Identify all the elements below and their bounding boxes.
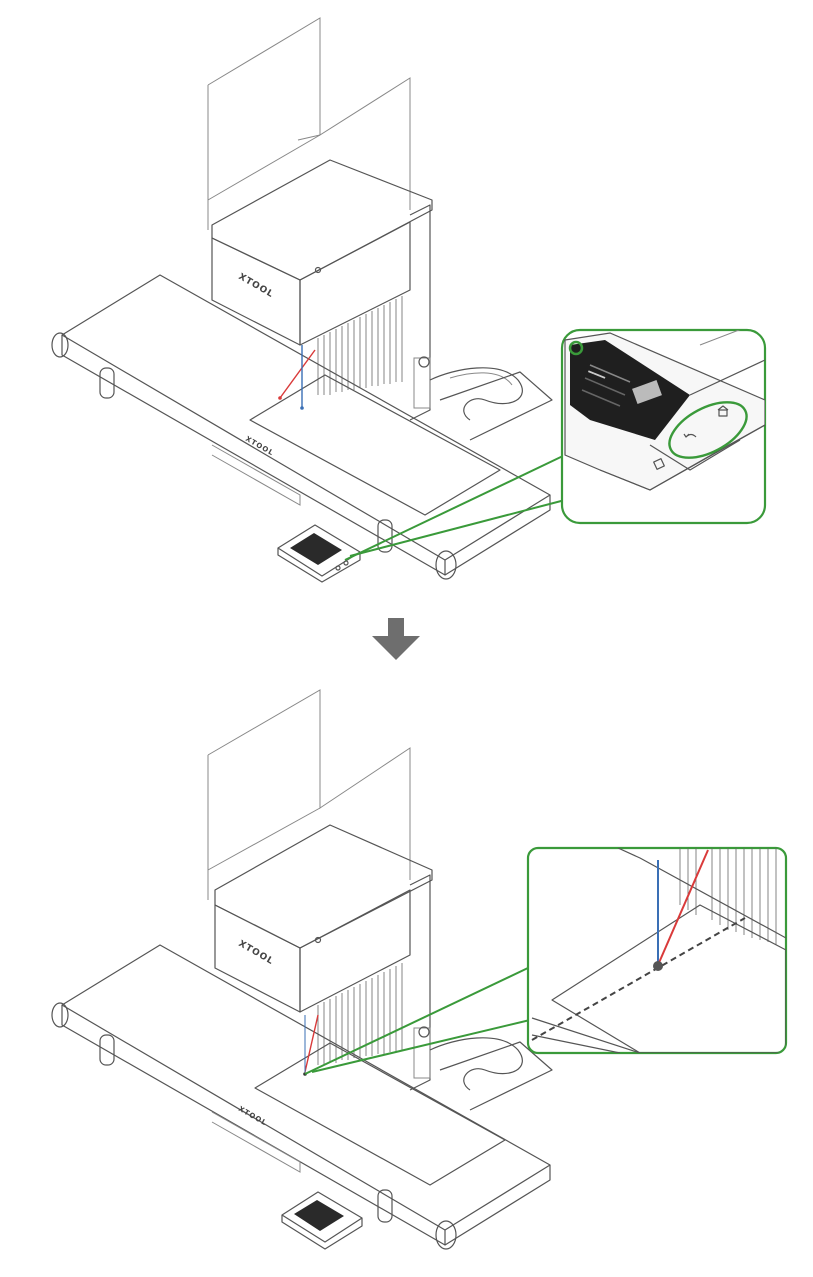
laser-module-2: XTOOL — [214, 824, 433, 1013]
arrow-down-icon — [372, 618, 420, 660]
laser-crosshair-point — [653, 961, 663, 971]
callout-pointer — [344, 454, 566, 561]
heat-sink-fins-2 — [317, 963, 403, 1065]
callout-crosshair-zoom — [526, 846, 788, 1055]
workpiece — [249, 374, 501, 516]
brand-logo: XTOOL — [237, 272, 276, 300]
callout-pointer-2 — [304, 966, 531, 1075]
screen-home-icon — [717, 405, 729, 417]
callout-control-panel-zoom: ▬▬▬ — [560, 328, 767, 525]
control-panel-2 — [281, 1191, 363, 1250]
conveyor-brand-2: XTOOL — [237, 1105, 268, 1128]
safety-shield — [207, 17, 411, 230]
conveyor-brand: XTOOL — [244, 435, 275, 458]
step-before: XTOOL — [51, 17, 767, 583]
control-panel — [277, 524, 361, 583]
conveyor-belt: XTOOL — [51, 274, 551, 580]
safety-shield-2 — [207, 689, 411, 900]
power-cable-2 — [429, 1037, 553, 1111]
button-highlight — [668, 401, 748, 459]
laser-pointers — [278, 345, 316, 410]
screen-back-icon — [683, 433, 697, 438]
step-after: XTOOL — [51, 689, 788, 1250]
laser-module: XTOOL — [211, 159, 433, 346]
power-cable — [429, 367, 553, 441]
column — [409, 204, 431, 421]
laser-pointers-2 — [303, 1014, 319, 1076]
brand-logo-2: XTOOL — [237, 939, 276, 967]
column-2 — [409, 874, 431, 1091]
workpiece-2 — [254, 1042, 506, 1186]
heat-sink-fins — [317, 296, 403, 395]
touch-screen — [570, 340, 690, 440]
